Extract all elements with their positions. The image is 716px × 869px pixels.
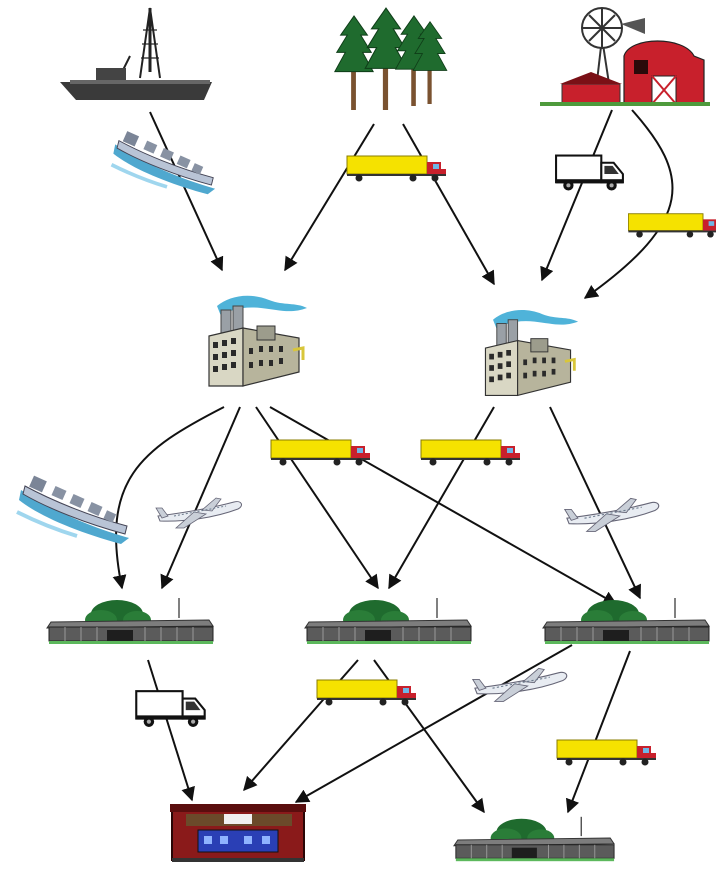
factory-icon [483, 308, 580, 397]
semi-truck-icon [316, 679, 417, 706]
warehouse-icon [46, 597, 214, 645]
flow-arrow [402, 123, 495, 286]
factory-icon [207, 294, 309, 388]
flow-arrow [147, 659, 195, 802]
flow-arrow [255, 406, 379, 590]
pine-trees-icon [334, 7, 448, 110]
airplane-icon [564, 497, 660, 532]
airplane-icon [472, 667, 568, 702]
oil-drilling-ship-icon [60, 7, 212, 100]
semi-truck-icon [346, 155, 447, 182]
flow-arrow [549, 406, 641, 600]
flow-arrow [388, 406, 495, 590]
flow-arrow [284, 123, 375, 272]
semi-truck-icon [420, 439, 521, 466]
flow-arrow [565, 650, 631, 814]
flow-arrow [540, 109, 613, 282]
flow-arrow [583, 109, 674, 299]
delivery-van-icon [555, 154, 624, 192]
flow-arrow [160, 406, 241, 590]
farm-barn-windmill-icon [540, 7, 710, 106]
retail-store-icon [170, 804, 306, 862]
warehouse-icon [304, 597, 472, 645]
flow-arrow [112, 406, 225, 590]
semi-truck-icon [556, 739, 657, 766]
warehouse-icon [453, 816, 615, 862]
semi-truck-icon [628, 213, 716, 238]
flow-arrow [149, 111, 224, 272]
warehouse-icon [542, 597, 710, 645]
flow-arrow [294, 644, 573, 803]
semi-truck-icon [270, 439, 371, 466]
cargo-ship-icon [17, 476, 129, 544]
delivery-van-icon [135, 690, 206, 728]
